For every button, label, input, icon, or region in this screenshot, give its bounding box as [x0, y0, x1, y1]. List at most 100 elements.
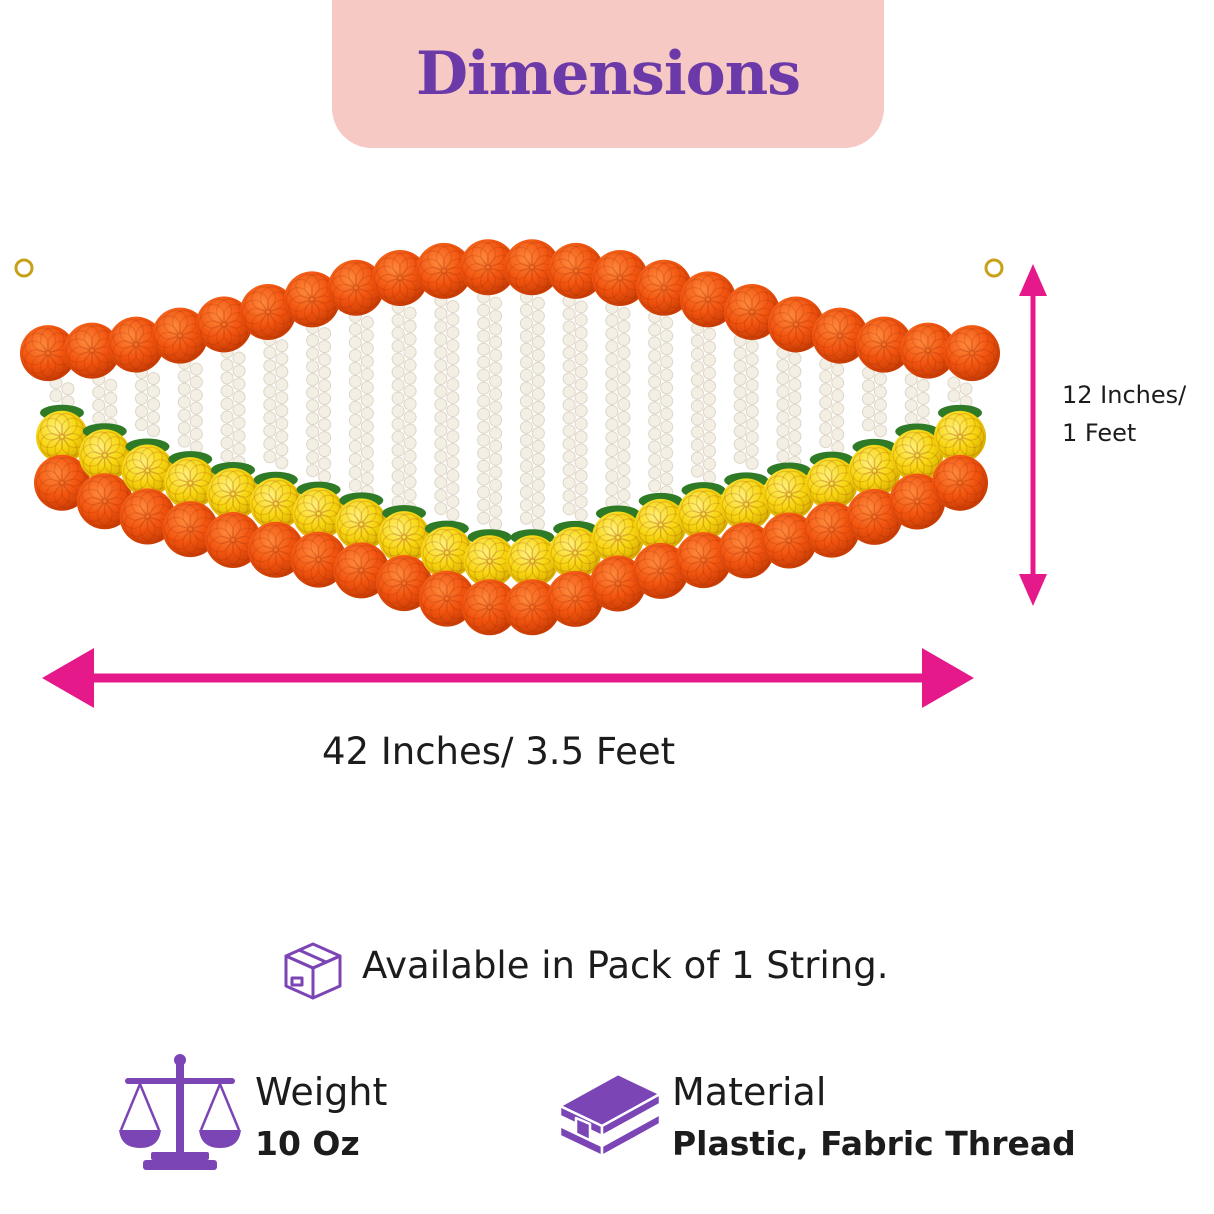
jasmine-bud: [403, 345, 417, 359]
jasmine-bud: [189, 414, 203, 428]
orange-marigold-petal: [420, 250, 446, 276]
jasmine-bud: [916, 404, 930, 418]
jasmine-bud: [788, 417, 802, 431]
jasmine-bud: [648, 362, 662, 376]
jasmine-bud: [562, 372, 576, 386]
orange-marigold-petal: [294, 555, 320, 581]
jasmine-bud: [391, 469, 405, 483]
jasmine-bud: [660, 394, 674, 408]
orange-marigold-petal: [955, 327, 981, 353]
orange-marigold: [20, 325, 76, 382]
yellow-marigold-petal: [396, 513, 420, 537]
jasmine-bud: [360, 471, 374, 485]
jasmine-bud: [660, 420, 674, 434]
yellow-marigold-petal: [467, 557, 491, 581]
jasmine-bud: [434, 489, 448, 503]
orange-marigold-petal: [80, 480, 106, 506]
jasmine-bud: [446, 456, 460, 470]
jasmine-bud: [403, 332, 417, 346]
orange-marigold-petal: [383, 278, 409, 304]
jasmine-bud: [519, 329, 533, 343]
jasmine-bud: [648, 388, 662, 402]
jasmine-bud: [605, 470, 619, 484]
jasmine-bud: [605, 483, 619, 497]
jasmine-bud: [434, 476, 448, 490]
orange-marigold-petal: [87, 502, 113, 527]
yellow-marigold-petal: [122, 459, 146, 483]
orange-marigold-petal: [31, 327, 57, 353]
orange-marigold-petal: [904, 346, 930, 372]
jasmine-bud: [403, 423, 417, 437]
jasmine-bud: [574, 443, 588, 457]
jasmine-bud: [702, 405, 716, 419]
jasmine-bud: [446, 482, 460, 496]
jasmine-bud: [745, 443, 759, 457]
yellow-marigold-petal: [268, 479, 292, 503]
orange-marigold-petal: [875, 345, 901, 371]
jasmine-bud: [232, 351, 246, 365]
jasmine-bud: [648, 427, 662, 441]
orange-marigold-petal: [900, 475, 926, 501]
orange-marigold-petal: [301, 533, 327, 559]
jasmine-bud: [147, 411, 161, 425]
jasmine-bud: [318, 340, 332, 354]
jasmine-bud: [776, 450, 790, 464]
orange-marigold-petal: [808, 509, 833, 534]
jasmine-bud: [873, 398, 887, 412]
orange-marigold-petal: [728, 291, 754, 317]
yellow-marigold: [78, 429, 131, 482]
orange-marigold-petal: [945, 340, 971, 366]
orange-marigold-petal: [166, 508, 192, 534]
orange-marigold-petal: [593, 265, 619, 291]
orange-marigold: [108, 316, 164, 373]
jasmine-bud: [648, 349, 662, 363]
orange-marigold-petal: [427, 271, 453, 297]
yellow-marigold-petal: [602, 513, 626, 537]
jasmine-bud: [348, 322, 362, 336]
jasmine-bud: [275, 417, 289, 431]
jasmine-bud: [788, 391, 802, 405]
jasmine-bud: [519, 511, 533, 525]
orange-marigold-petal: [156, 315, 182, 340]
jasmine-bud: [391, 313, 405, 327]
yellow-marigold-petal: [39, 432, 63, 456]
orange-marigold: [416, 242, 472, 299]
orange-marigold-petal: [735, 312, 761, 338]
jasmine-bud: [617, 333, 631, 347]
yellow-marigold-petal: [937, 417, 961, 441]
jasmine-bud: [617, 372, 631, 386]
jasmine-bud: [403, 384, 417, 398]
yellow-marigold-petal: [189, 464, 213, 488]
orange-marigold-petal: [153, 323, 179, 349]
jasmine-bud: [519, 472, 533, 486]
jasmine-bud: [947, 389, 961, 403]
jasmine-bud: [477, 381, 491, 395]
jasmine-bud: [605, 444, 619, 458]
jasmine-bud: [446, 378, 460, 392]
orange-marigold-petal: [548, 586, 574, 612]
orange-marigold-petal: [655, 262, 681, 287]
jasmine-bud: [232, 377, 246, 391]
orange-marigold: [328, 259, 384, 316]
jasmine-bud: [477, 316, 491, 330]
jasmine-bud: [489, 374, 503, 388]
orange-marigold-petal: [765, 519, 790, 545]
jasmine-bud: [873, 385, 887, 399]
orange-marigold-petal: [68, 330, 94, 355]
jasmine-bud: [531, 387, 545, 401]
jasmine-bud: [263, 437, 277, 451]
jasmine-bud: [605, 353, 619, 367]
orange-marigold-petal: [857, 517, 883, 543]
yellow-marigold-petal: [360, 505, 384, 529]
jasmine-bud: [360, 458, 374, 472]
yellow-marigold-petal: [852, 467, 876, 491]
yellow-marigold-petal: [339, 505, 363, 529]
orange-marigold-petal: [958, 462, 984, 488]
jasmine-bud: [489, 439, 503, 453]
jasmine-bud: [531, 439, 545, 453]
orange-marigold-petal: [860, 324, 886, 349]
jasmine-bud: [434, 333, 448, 347]
orange-marigold-petal: [259, 524, 284, 549]
jasmine-bud: [220, 423, 234, 437]
jasmine-bud: [135, 405, 149, 419]
